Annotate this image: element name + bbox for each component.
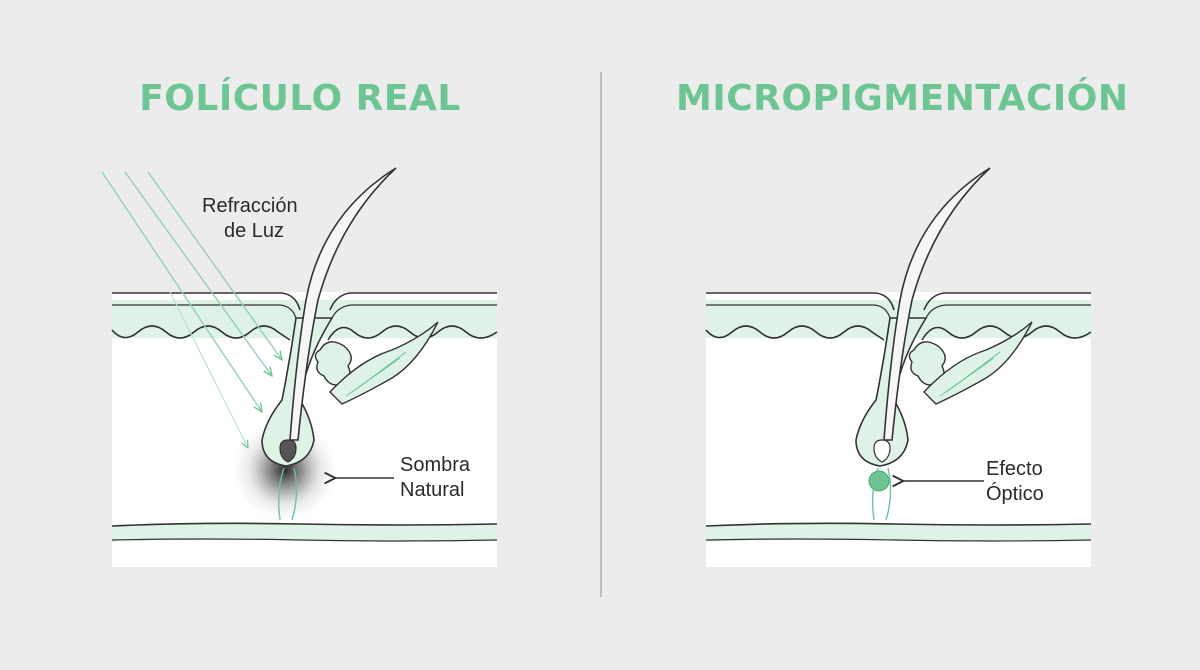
shadow-label-line-1: Sombra [400, 454, 471, 476]
shadow-label-line-2: Natural [400, 479, 465, 501]
effect-label: Efecto Óptico [986, 457, 1044, 507]
light-rays [101, 171, 282, 448]
right-epidermis-wave [705, 325, 1092, 341]
panel-divider [600, 72, 602, 597]
effect-label-line-1: Efecto [986, 458, 1043, 480]
left-skin-surface [112, 292, 497, 311]
shadow-label: Sombra Natural [400, 453, 470, 503]
right-skin-surface [706, 292, 1091, 311]
left-dermal-papilla [279, 439, 297, 463]
left-panel-title: FOLÍCULO REAL [139, 78, 461, 119]
pigment-dot [868, 470, 890, 492]
right-panel-title: MICROPIGMENTACIÓN [676, 78, 1129, 119]
right-fat-layer-line [705, 522, 1092, 527]
left-arrector-muscle [329, 321, 439, 405]
refraction-label: Refracción de Luz [202, 194, 298, 244]
left-fat-layer-line [111, 522, 498, 527]
effect-label-line-2: Óptico [986, 483, 1044, 505]
left-follicle-diagram [101, 167, 498, 567]
refraction-label-line-1: Refracción [202, 195, 298, 217]
right-follicle-diagram [705, 167, 1092, 567]
left-epidermis-wave [111, 325, 498, 341]
right-arrector-muscle [923, 321, 1033, 405]
refraction-label-line-2: de Luz [224, 220, 285, 242]
